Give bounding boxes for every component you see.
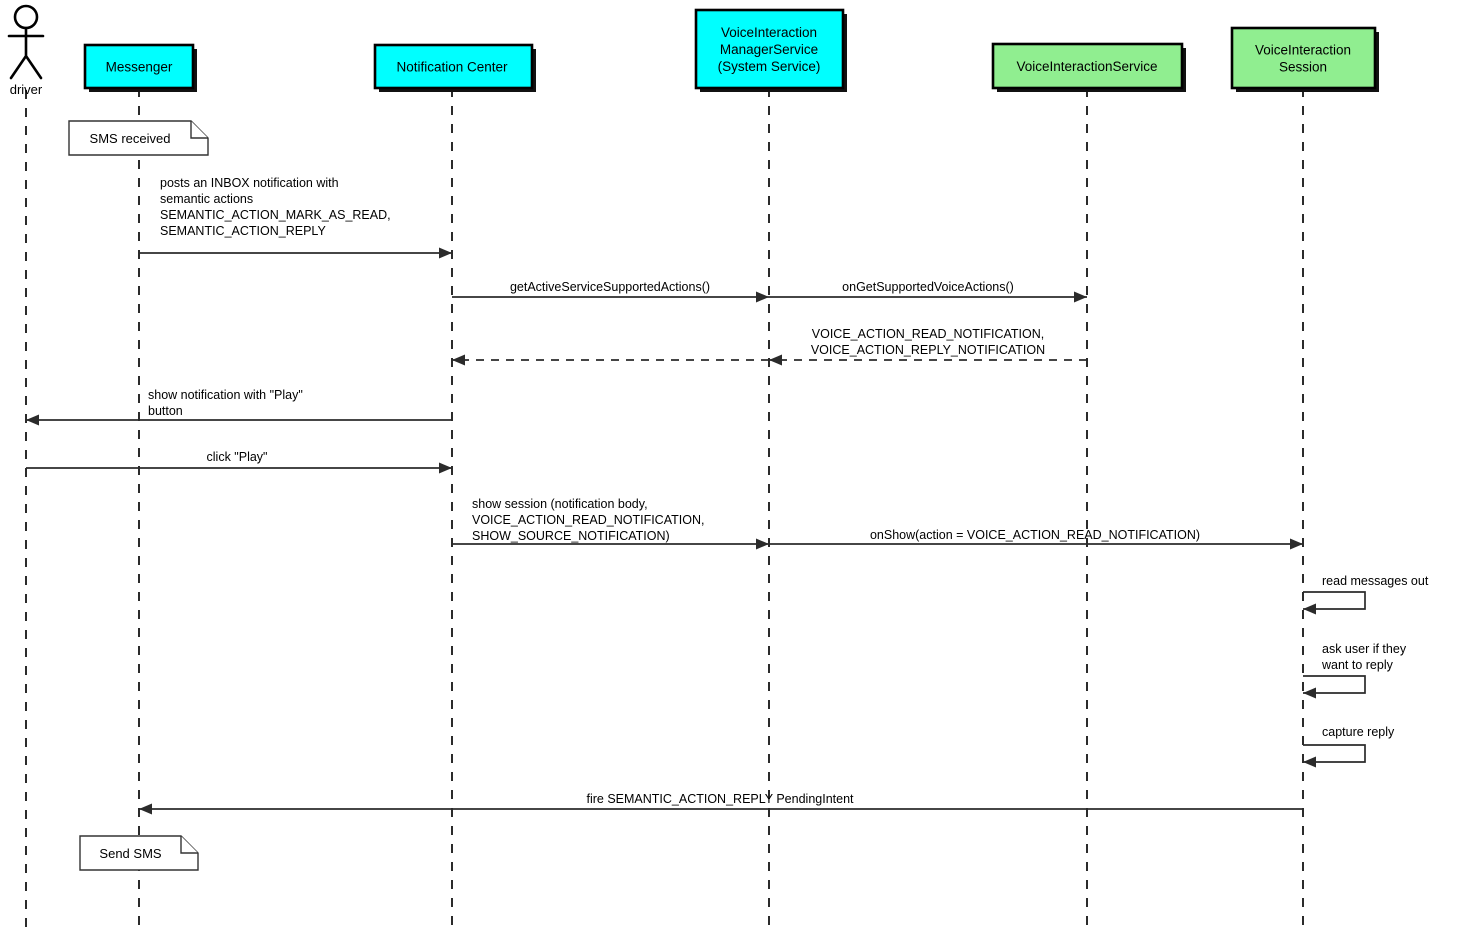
- message-label: semantic actions: [160, 192, 253, 206]
- lifelines-layer: [25, 88, 1304, 929]
- note-text: Send SMS: [99, 846, 161, 861]
- self-messages-layer: read messages out ask user if they want to…: [1303, 574, 1429, 768]
- note-sms-received: SMS received: [68, 120, 209, 156]
- message-label: click "Play": [207, 450, 268, 464]
- self-message-arrow: [1303, 591, 1366, 615]
- message-label: VOICE_ACTION_REPLY_NOTIFICATION: [811, 343, 1045, 357]
- actor-driver[interactable]: driver: [7, 4, 45, 97]
- note-text: SMS received: [90, 131, 171, 146]
- message-msg-click-play: click "Play": [26, 450, 452, 474]
- message-label: VOICE_ACTION_READ_NOTIFICATION,: [812, 327, 1044, 341]
- actor-label: driver: [10, 82, 43, 97]
- participant-boxes-layer: Messenger Notification Center VoiceInterac…: [83, 8, 1379, 92]
- message-label: getActiveServiceSupportedActions(): [510, 280, 710, 294]
- participant-box[interactable]: [373, 43, 534, 90]
- actor-head-icon: [13, 4, 39, 30]
- message-label: show notification with "Play": [148, 388, 303, 402]
- note-body: [68, 120, 209, 156]
- participant-voiceinteractionservice[interactable]: VoiceInteractionService: [991, 42, 1186, 92]
- actor-body-icon: [7, 26, 45, 80]
- message-label: SEMANTIC_ACTION_REPLY: [160, 224, 326, 238]
- self-message-label: capture reply: [1322, 725, 1395, 739]
- participant-label: Notification Center: [396, 60, 508, 75]
- message-msg-on-get-supported-voice-actions: onGetSupportedVoiceActions(): [769, 280, 1087, 303]
- self-message-label: read messages out: [1322, 574, 1429, 588]
- participant-label: VoiceInteraction: [721, 25, 817, 40]
- participant-label: Session: [1279, 60, 1327, 75]
- note-send-sms: Send SMS: [79, 835, 199, 871]
- message-msg-post-inbox-notification: posts an INBOX notification with semantic…: [139, 176, 452, 259]
- message-label: fire SEMANTIC_ACTION_REPLY PendingIntent: [586, 792, 854, 806]
- self-message-label: ask user if they: [1322, 642, 1407, 656]
- messages-layer: posts an INBOX notification with semantic…: [26, 176, 1303, 815]
- self-message-self-msg-ask-user-if-they-want-to-reply: ask user if they want to reply: [1303, 642, 1407, 699]
- self-message-self-msg-read-messages-out: read messages out: [1303, 574, 1429, 615]
- message-label: SHOW_SOURCE_NOTIFICATION): [472, 529, 670, 543]
- message-msg-get-active-service-supported-actions: getActiveServiceSupportedActions(): [452, 280, 769, 303]
- participant-label: ManagerService: [720, 42, 818, 57]
- participant-box[interactable]: [694, 8, 845, 90]
- self-message-arrow: [1303, 744, 1366, 768]
- message-label: SEMANTIC_ACTION_MARK_AS_READ,: [160, 208, 391, 222]
- message-msg-on-show: onShow(action = VOICE_ACTION_READ_NOTIFI…: [769, 528, 1303, 550]
- message-label: VOICE_ACTION_READ_NOTIFICATION,: [472, 513, 704, 527]
- participant-messenger[interactable]: Messenger: [83, 43, 197, 92]
- participant-box[interactable]: [991, 42, 1184, 90]
- participant-label: Messenger: [106, 60, 173, 75]
- self-message-label: want to reply: [1321, 658, 1394, 672]
- participant-label: (System Service): [718, 59, 821, 74]
- participant-box[interactable]: [83, 43, 195, 90]
- message-label: onGetSupportedVoiceActions(): [842, 280, 1014, 294]
- self-message-arrow: [1303, 675, 1366, 699]
- participant-label: VoiceInteraction: [1255, 43, 1351, 58]
- participant-notification-center[interactable]: Notification Center: [373, 43, 536, 92]
- message-msg-fire-semantic-action-reply-pendingintent: fire SEMANTIC_ACTION_REPLY PendingIntent: [139, 792, 1303, 815]
- note-fold-corner-icon: [190, 121, 208, 139]
- participant-box[interactable]: [1230, 26, 1377, 90]
- message-label: onShow(action = VOICE_ACTION_READ_NOTIFI…: [870, 528, 1200, 542]
- message-label: posts an INBOX notification with: [160, 176, 339, 190]
- note-body: [79, 835, 199, 871]
- message-label: button: [148, 404, 183, 418]
- message-msg-show-session: show session (notification body, VOICE_AC…: [452, 497, 769, 550]
- message-msg-return-voice-actions-to-manager: VOICE_ACTION_READ_NOTIFICATION, VOICE_ACT…: [769, 327, 1087, 366]
- participant-label: VoiceInteractionService: [1016, 59, 1157, 74]
- message-label: show session (notification body,: [472, 497, 648, 511]
- note-fold-corner-icon: [180, 836, 198, 854]
- message-msg-show-notification-with-play-button: show notification with "Play" button: [26, 388, 452, 426]
- self-message-self-msg-capture-reply: capture reply: [1303, 725, 1395, 768]
- actor-layer: driver: [7, 4, 45, 97]
